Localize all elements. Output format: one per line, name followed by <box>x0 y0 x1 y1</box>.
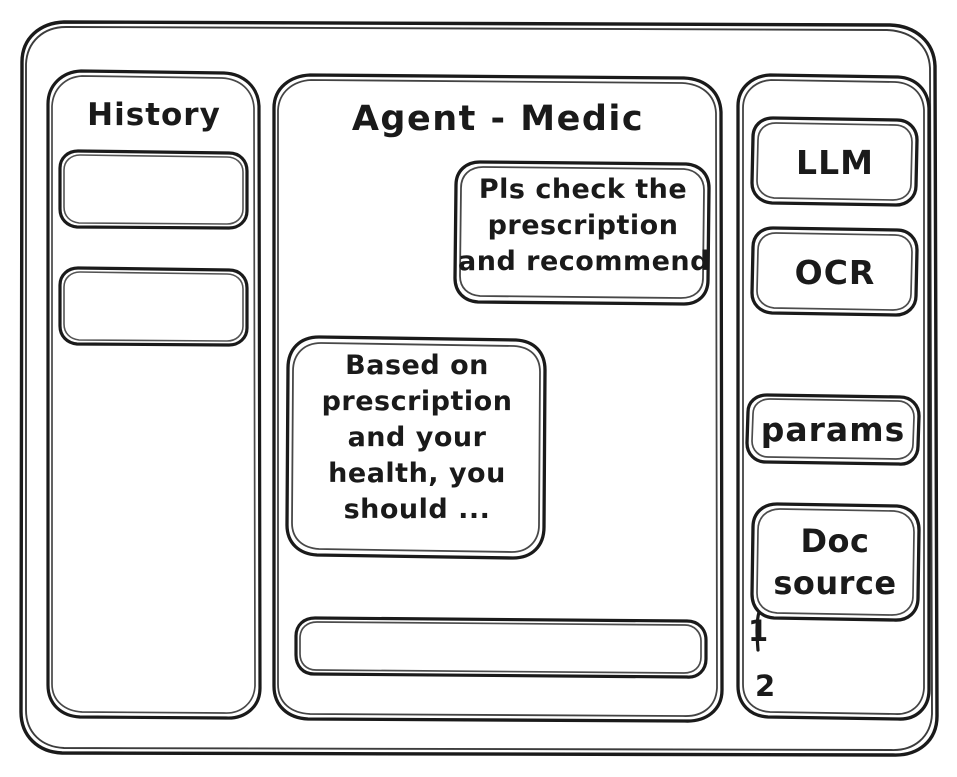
doc-source-marker-2: 2 <box>755 669 776 703</box>
message-input-outline <box>294 616 708 679</box>
tool-ocr-button[interactable] <box>752 228 918 316</box>
user-message-outline <box>453 160 711 306</box>
history-panel-outline <box>46 69 262 720</box>
tool-llm-button[interactable] <box>752 118 918 206</box>
history-item-1[interactable] <box>60 151 248 229</box>
history-item-1-outline <box>58 149 249 230</box>
page-title: Agent - Medic <box>351 99 645 139</box>
doc-source-outline <box>750 502 921 622</box>
params-label: params <box>760 410 906 449</box>
history-item-2[interactable] <box>60 268 248 346</box>
agent-panel-outline <box>272 73 724 723</box>
tools-panel-outline <box>736 73 931 721</box>
tool-ocr-outline <box>750 226 919 317</box>
history-item-2-outline <box>58 266 249 347</box>
assistant-message-text: Based on prescription and your health, y… <box>321 350 513 525</box>
params-outline <box>745 393 921 466</box>
assistant-message-outline <box>285 335 547 560</box>
window-frame-outline <box>19 20 939 757</box>
user-message-bubble <box>455 162 710 305</box>
tool-ocr-label: OCR <box>794 253 876 292</box>
assistant-message-bubble <box>287 337 546 559</box>
tool-llm-label: LLM <box>796 143 874 182</box>
doc-source-button[interactable] <box>752 504 920 621</box>
doc-source-label: Doc source <box>773 522 897 602</box>
user-message-text: Pls check the prescription and recommend <box>458 174 710 277</box>
history-panel-title: History <box>87 97 221 133</box>
doc-source-connector <box>755 610 761 652</box>
doc-source-marker-1: 1 <box>748 614 769 648</box>
params-button[interactable] <box>747 395 920 465</box>
message-input[interactable] <box>296 618 707 678</box>
tool-llm-outline <box>750 116 919 207</box>
